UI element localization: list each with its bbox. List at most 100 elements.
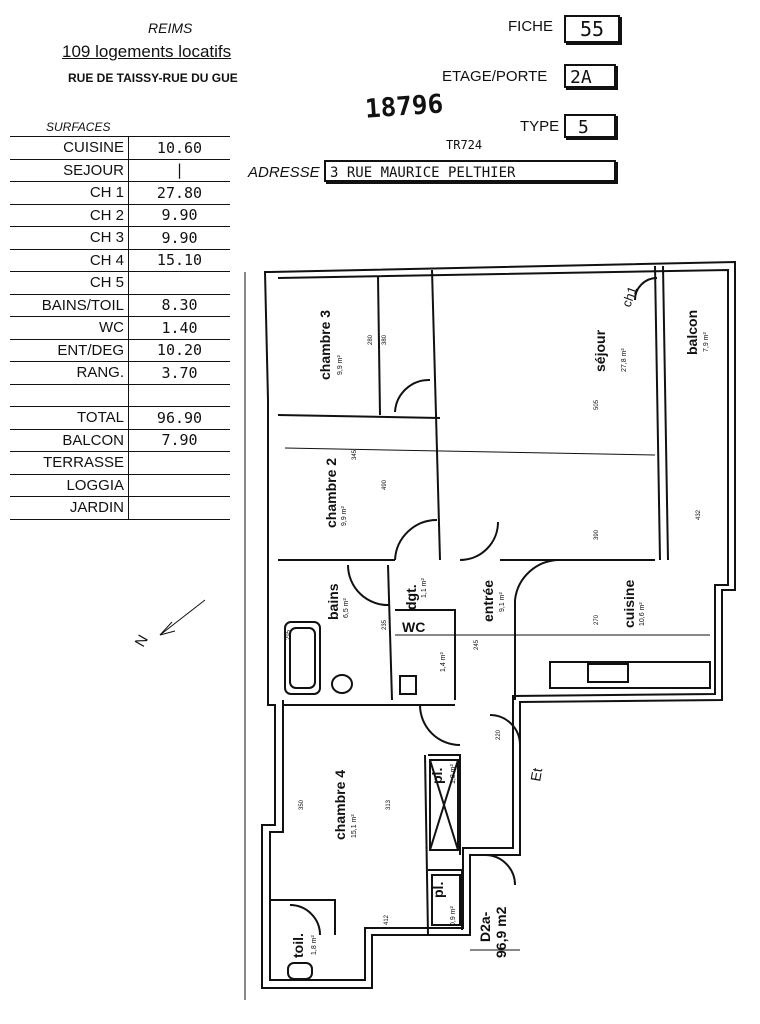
surface-value: 27.80 (128, 181, 230, 204)
wall-bains-right (387, 564, 393, 701)
door-ch3 (394, 378, 431, 413)
dimension-number: 345 (352, 449, 358, 460)
room-toil: toil. (290, 933, 306, 958)
adresse-value-box: 3 RUE MAURICE PELTHIER (324, 160, 616, 182)
room-et: Et (527, 767, 545, 783)
room-sejour: séjour (592, 329, 608, 372)
wall-toil (270, 899, 336, 935)
dimension-number: 235 (382, 619, 388, 630)
wall-ch2-right (431, 269, 441, 561)
dimension-number: 270 (594, 614, 600, 625)
wall-pl (428, 754, 461, 855)
surface-label: JARDIN (10, 496, 129, 520)
dimension-number: 350 (299, 799, 305, 810)
program-label: 109 logements locatifs (62, 42, 232, 61)
room-dgt: dgt. (403, 584, 419, 610)
surface-row: JARDIN (10, 496, 230, 520)
toil-bowl (287, 962, 313, 980)
etage-label: ETAGE/PORTE (442, 68, 548, 85)
small-code: TR724 (446, 138, 483, 152)
pl-cabinet2 (431, 874, 461, 926)
outer-wall (261, 260, 736, 989)
wall-pl2 (428, 869, 463, 930)
surface-label (10, 383, 129, 407)
dimension-number: 505 (594, 399, 600, 410)
surface-row: LOGGIA (10, 473, 230, 497)
surfaces-title: SURFACES (46, 120, 111, 134)
wall-balcon2 (662, 265, 669, 561)
surface-label: TERRASSE (10, 451, 129, 474)
surface-value (128, 383, 230, 407)
dimension-number: 295 (286, 629, 292, 640)
city-label: REIMS (148, 20, 193, 36)
area-bains: 6,5 m² (343, 597, 350, 618)
area-cuisine: 10,6 m² (639, 602, 646, 626)
sejour-handwritten: ch1 (619, 284, 640, 309)
surface-label: CH 3 (10, 226, 129, 249)
door-ch4 (419, 704, 461, 746)
pl-cabinet (429, 759, 459, 851)
fiche-label: FICHE (508, 18, 553, 35)
surface-label: CH 4 (10, 248, 129, 272)
wall-ch3-sejour (377, 275, 381, 416)
dimension-number: 280 (368, 334, 374, 345)
kitchen-sink (587, 663, 629, 683)
wall-balcon (654, 265, 661, 561)
bathtub-inner (289, 627, 316, 689)
door-bains (346, 564, 391, 607)
surface-label: RANG. (10, 361, 129, 384)
north-arrow-shaft (159, 599, 206, 636)
street-label: RUE DE TAISSY-RUE DU GUE (68, 71, 238, 85)
surface-value: | (128, 158, 230, 182)
north-label: N (132, 632, 152, 650)
type-label: TYPE (520, 118, 560, 135)
dimension-number: 390 (594, 529, 600, 540)
surface-value: 1.40 (128, 316, 230, 339)
area-balcon: 7,9 m² (703, 331, 710, 352)
room-pl2: pl. (430, 882, 446, 898)
room-chambre3: chambre 3 (317, 310, 333, 380)
area-dgt: 1,1 m² (421, 577, 428, 598)
door-toil (289, 904, 321, 936)
surface-label: BALCON (10, 428, 129, 452)
room-wc: WC (402, 619, 425, 635)
outer-wall-inner (269, 268, 729, 981)
area-entree: 9,1 m² (499, 591, 506, 612)
surface-row: TERRASSE (10, 451, 230, 474)
dimension-number: 490 (382, 479, 388, 490)
surface-row: CH 5 (10, 271, 230, 294)
surface-label: ENT/DEG (10, 338, 129, 362)
wc-bowl (399, 675, 417, 695)
room-entree: entrée (480, 580, 496, 622)
etage-value-box: 2A (564, 64, 616, 88)
surface-label: TOTAL (10, 406, 129, 429)
surface-label: BAINS/TOIL (10, 293, 129, 317)
area-sejour: 27,8 m² (621, 348, 628, 372)
surface-label: CH 2 (10, 203, 129, 227)
area-pl1: 1,8 m² (450, 763, 457, 784)
surface-label: WC (10, 316, 129, 339)
door-balcon (634, 277, 658, 301)
room-pl1: pl. (429, 768, 445, 784)
grid-line (284, 447, 656, 456)
type-value-box: 5 (564, 114, 616, 138)
room-chambre4: chambre 4 (332, 770, 348, 840)
area-toil: 1,8 m² (311, 934, 318, 955)
wall-ch4-right (424, 754, 429, 936)
surface-value: 15.10 (128, 248, 230, 272)
surface-value (128, 473, 230, 497)
wall-ch3-ch2 (277, 414, 441, 419)
surface-value: 9.90 (128, 203, 230, 227)
surface-label: LOGGIA (10, 473, 129, 497)
door-front (489, 714, 521, 746)
area-pl2: 0,9 m² (450, 905, 457, 926)
dimension-number: 313 (386, 799, 392, 810)
